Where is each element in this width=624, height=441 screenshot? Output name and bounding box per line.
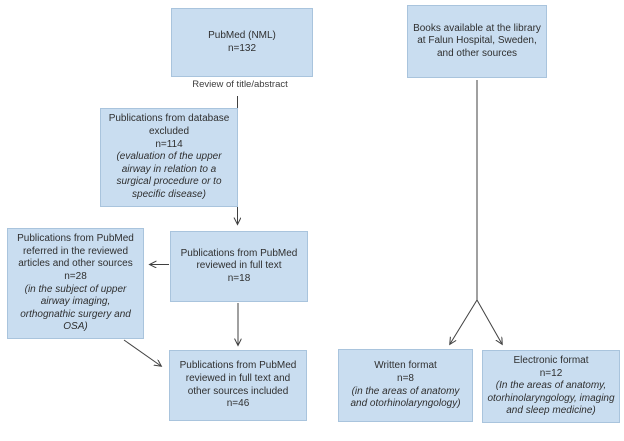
node-referred: Publications from PubMed referred in the… <box>7 228 144 339</box>
node-count: n=46 <box>226 398 250 410</box>
node-title: Electronic format <box>513 355 589 367</box>
review-step-label: Review of title/abstract <box>192 79 288 90</box>
node-count: n=18 <box>227 272 251 284</box>
node-excluded: Publications from database excluded n=11… <box>100 108 238 207</box>
node-count: n=132 <box>227 42 257 54</box>
node-count: n=8 <box>397 372 414 384</box>
node-count: n=114 <box>155 138 183 150</box>
node-pubmed-source: PubMed (NML) n=132 <box>171 8 313 77</box>
node-books-source: Books available at the library at Falun … <box>407 5 547 78</box>
node-note: (in the areas of anatomy and otorhinolar… <box>350 385 461 410</box>
node-note: (evaluation of the upper airway in relat… <box>116 151 222 200</box>
node-included: Publications from PubMed reviewed in ful… <box>169 350 307 421</box>
node-note: (in the subject of upper airway imaging,… <box>20 283 131 333</box>
node-title: Publications from PubMed referred in the… <box>17 233 134 270</box>
node-count: n=28 <box>64 270 87 282</box>
node-title: Publications from PubMed reviewed in ful… <box>179 360 297 397</box>
arrow-referred-to-included <box>123 339 161 366</box>
node-electronic-format: Electronic format n=12 (In the areas of … <box>482 350 620 423</box>
node-title: Written format <box>374 360 437 372</box>
node-title: Publications from database excluded <box>108 113 230 138</box>
arrow-books-to-written <box>450 299 478 344</box>
node-title: PubMed (NML) <box>208 29 276 41</box>
arrow-books-to-electronic <box>476 299 502 344</box>
node-title: Books available at the library at Falun … <box>413 22 541 59</box>
node-written-format: Written format n=8 (in the areas of anat… <box>338 349 473 422</box>
node-note: (In the areas of anatomy, otorhinolaryng… <box>487 380 615 417</box>
node-title: Publications from PubMed reviewed in ful… <box>180 247 298 272</box>
node-reviewed-fulltext: Publications from PubMed reviewed in ful… <box>170 231 308 302</box>
node-count: n=12 <box>539 367 563 379</box>
